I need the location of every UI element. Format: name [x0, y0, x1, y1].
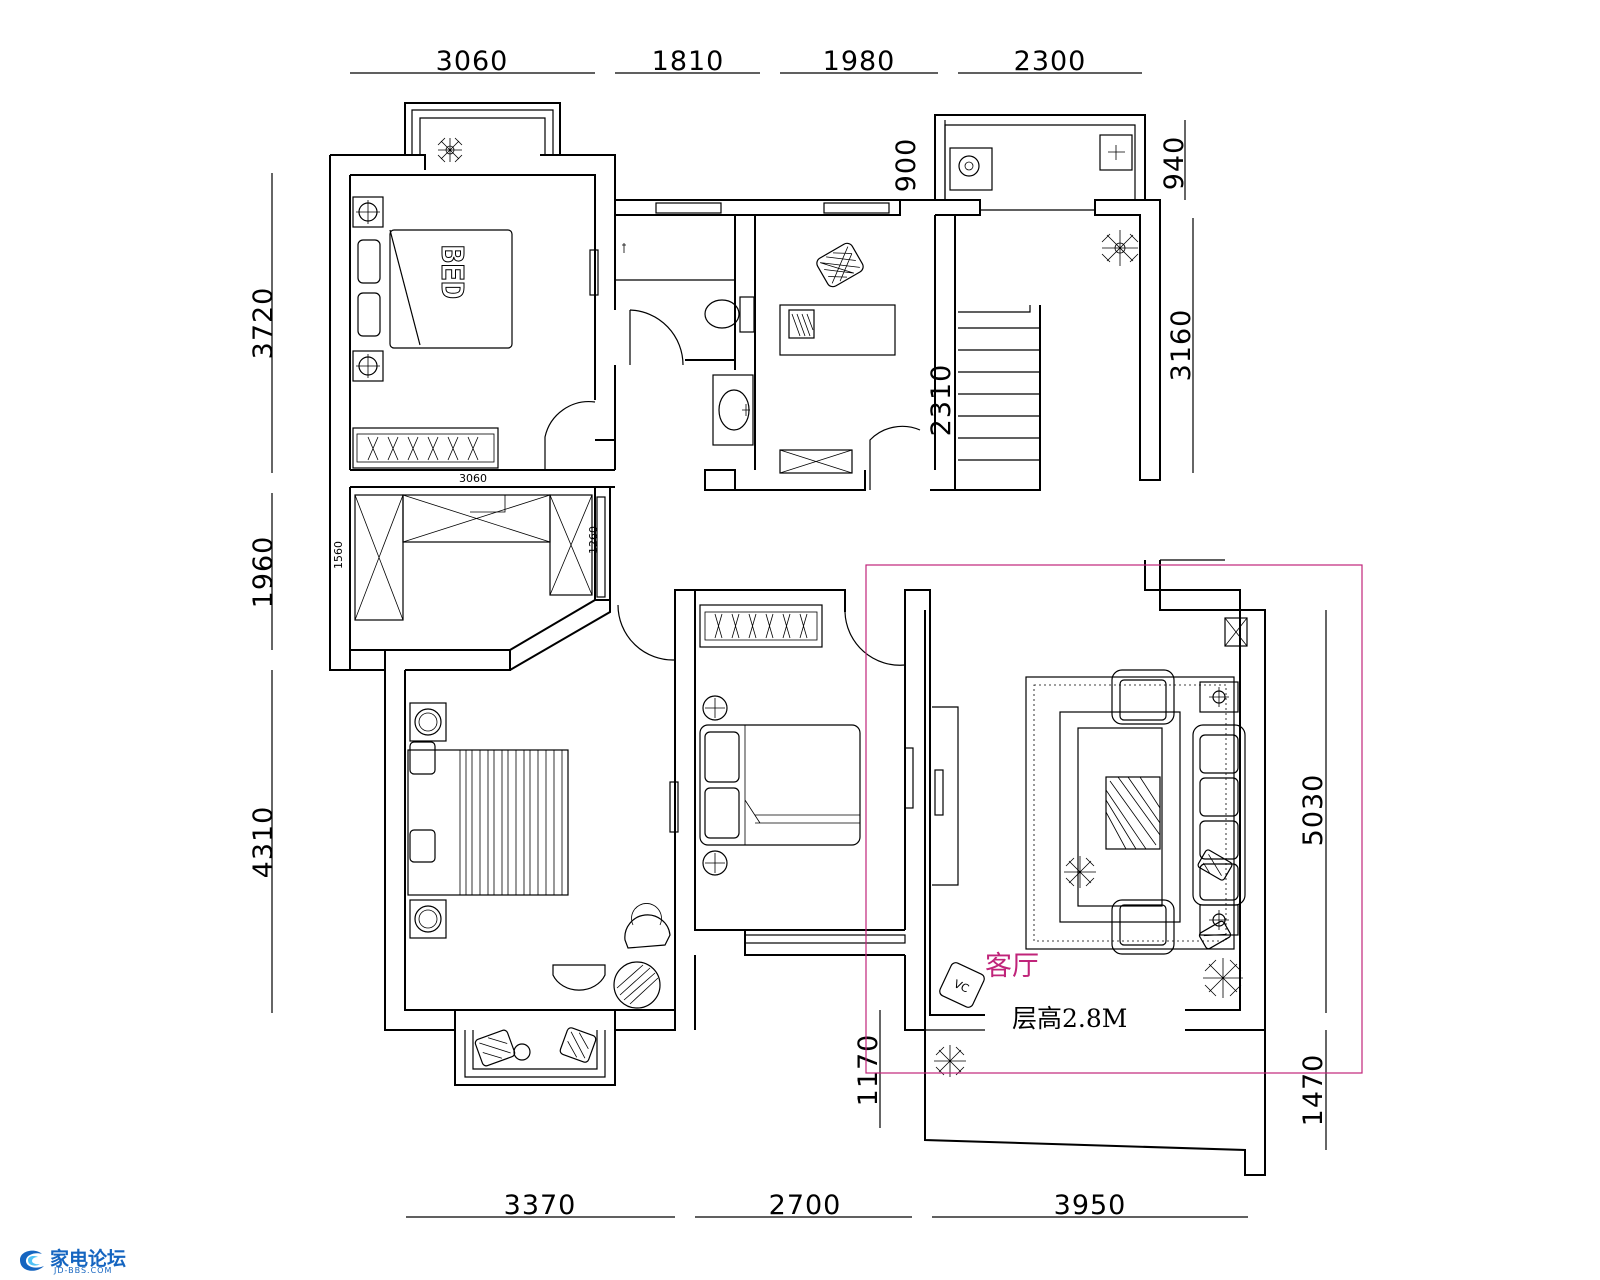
dim-left-2: 1960 [248, 536, 279, 609]
vc-text: VC [952, 977, 972, 995]
dim-left-3: 4310 [248, 806, 279, 879]
study-furniture [779, 242, 896, 474]
dim-top-4: 2300 [1014, 46, 1087, 77]
windows [589, 202, 944, 944]
dim-bottom-2: 2700 [769, 1190, 842, 1221]
dim-lower-balcony: 1170 [853, 1034, 884, 1107]
walls [329, 102, 1266, 1176]
dim-wardrobe-left: 1560 [332, 541, 345, 569]
bed-text: BED [434, 245, 469, 299]
dim-top-1: 3060 [436, 46, 509, 77]
plant-icon [437, 137, 463, 163]
living-room-label: 客厅 [985, 951, 1039, 982]
dim-right-lower-bottom: 1470 [1298, 1054, 1329, 1127]
dim-bottom-3: 3950 [1054, 1190, 1127, 1221]
dim-bottom-1: 3370 [504, 1190, 577, 1221]
dim-right-lower-main: 5030 [1298, 774, 1329, 847]
living-room-furniture: VC [934, 617, 1248, 1077]
dim-right-upper: 3160 [1166, 309, 1197, 382]
watermark-url: JD-BBS.COM [54, 1266, 113, 1275]
dim-corridor: 3060 [459, 472, 487, 485]
bathroom-furniture [622, 243, 755, 446]
living-room-highlight [865, 564, 1363, 1074]
plant-icon-2 [1101, 230, 1139, 266]
second-bedroom-furniture [699, 604, 861, 876]
watermark-logo: 家电论坛 JD-BBS.COM [14, 1244, 154, 1276]
dim-stair: 2310 [926, 364, 957, 437]
kitchen-furniture [949, 134, 1139, 266]
ceiling-height-label: 层高2.8M [1012, 1004, 1127, 1033]
dimension-texts: 3060 1810 1980 2300 3370 2700 3950 3720 … [248, 46, 1329, 1221]
upper-bedroom-furniture: BED [352, 137, 513, 469]
dim-balcony-left: 900 [891, 138, 922, 193]
watermark-name: 家电论坛 [50, 1248, 127, 1270]
dim-wardrobe-right: 1260 [587, 526, 600, 554]
staircase [958, 305, 1040, 461]
doors [544, 309, 921, 666]
dim-balcony-right: 940 [1159, 136, 1190, 191]
balcony-furniture [474, 1027, 597, 1067]
dim-top-3: 1980 [823, 46, 896, 77]
dim-top-2: 1810 [652, 46, 725, 77]
master-bedroom-furniture [407, 702, 671, 1009]
wardrobe-block [354, 494, 593, 621]
dim-left-1: 3720 [248, 287, 279, 360]
dimension-lines [271, 72, 1327, 1218]
logo-icon [20, 1250, 44, 1271]
